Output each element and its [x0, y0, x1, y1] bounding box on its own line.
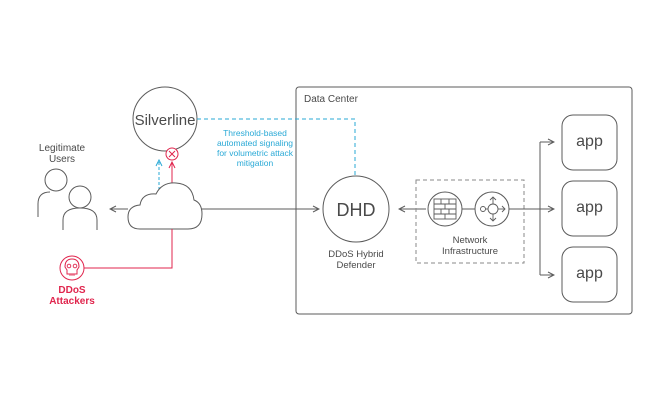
signal-note-line-3: for volumetric attack [217, 148, 294, 158]
signal-note: Threshold-based automated signaling for … [217, 128, 294, 168]
app-box: app [561, 180, 618, 237]
attackers-label-1: DDoS [58, 285, 86, 296]
silverline-node: Silverline [132, 86, 198, 152]
x-circle-icon [165, 147, 179, 161]
app-label: app [576, 265, 603, 282]
network-caption-2: Infrastructure [442, 246, 498, 257]
router-icon [474, 191, 510, 227]
legitimate-users: Legitimate Users [37, 143, 98, 230]
skull-icon [59, 255, 85, 281]
data-center-label: Data Center [304, 94, 359, 105]
signal-line [197, 118, 356, 175]
attack-traffic-line [84, 229, 173, 269]
app-box: app [561, 114, 618, 171]
dhd-caption-2: Defender [336, 260, 375, 271]
legit-users-label-2: Users [49, 154, 75, 165]
ddos-attackers: DDoS Attackers [49, 255, 95, 307]
legit-users-label-1: Legitimate [39, 143, 86, 154]
data-center-box: Data Center [295, 86, 633, 315]
dhd-node: DHD DDoS Hybrid Defender [322, 175, 390, 271]
users-icon [37, 168, 98, 230]
cloud-icon [127, 182, 203, 230]
firewall-icon [427, 191, 463, 227]
dhd-label: DHD [337, 200, 376, 220]
app-label: app [576, 199, 603, 216]
silverline-label: Silverline [135, 112, 196, 129]
app-box: app [561, 246, 618, 303]
network-infrastructure: Network Infrastructure [415, 179, 525, 264]
signal-note-line-2: automated signaling [217, 138, 293, 148]
dhd-caption-1: DDoS Hybrid [328, 249, 383, 260]
network-caption-1: Network [453, 235, 488, 246]
signal-note-line-1: Threshold-based [223, 128, 287, 138]
attackers-label-2: Attackers [49, 296, 95, 307]
signal-note-line-4: mitigation [237, 158, 274, 168]
app-label: app [576, 133, 603, 150]
